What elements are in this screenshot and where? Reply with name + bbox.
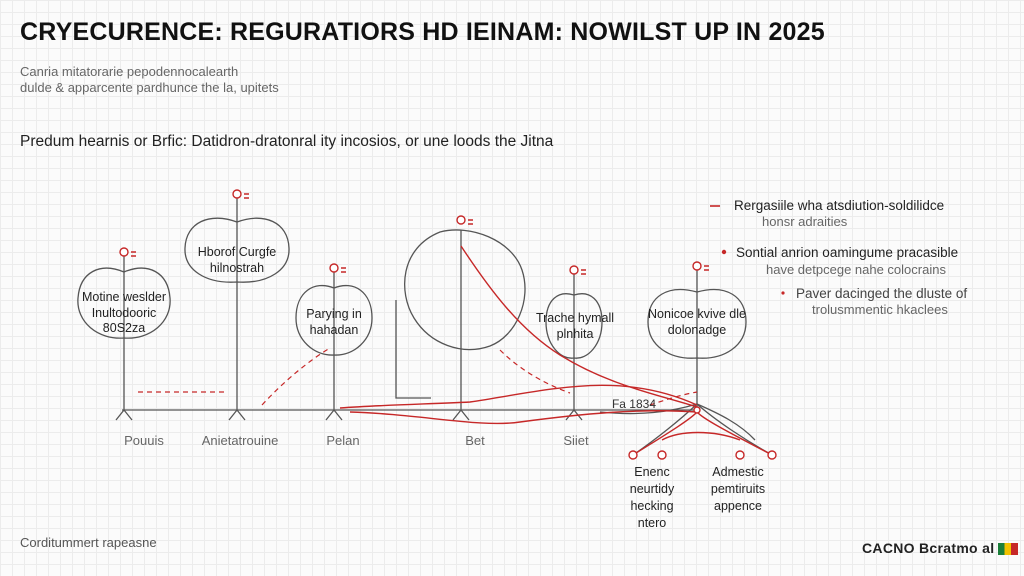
flow-branch-inner (661, 431, 741, 441)
node-shape-n2 (184, 217, 290, 283)
flow-dashed-n5 (499, 349, 571, 394)
node-shape-n3 (295, 284, 373, 356)
marker-junction (693, 406, 701, 414)
branch-left-line-2: neurtidy (629, 481, 675, 496)
subtitle-line-1: Canria mitatorarie pepodennocalearth (20, 64, 239, 79)
flow-baseline-low (349, 410, 698, 425)
branch-left-label: Enenc neurtidy hecking ntero (607, 464, 697, 532)
marker-tick-n3 (341, 267, 346, 273)
foot-n1 (115, 408, 133, 421)
legend-item-1-sub: honsr adraities (762, 214, 848, 229)
axis-label-1: Pouuis (124, 433, 164, 448)
footer-note: Corditummert rapeasne (20, 535, 157, 550)
legend-item-3-main: Paver dacinged the dluste of (796, 286, 968, 301)
node-label-n5: Trache hymall plnhita (520, 311, 630, 342)
node-label-n1: Motine weslder Inultodooric 80S2za (64, 290, 184, 337)
node-label-n2-line-1: Hborof Curgfe (197, 245, 277, 259)
node-n4-panel (395, 300, 431, 399)
node-label-n3-line-2: hahadan (309, 322, 359, 337)
node-label-n5-line-1: Trache hymall (535, 311, 615, 325)
brand-logo-text: CACNO Bcratmo al (862, 540, 995, 556)
node-shape-n5 (545, 293, 603, 359)
flow-dashed-legend (649, 391, 698, 406)
node-label-n6: Nonicoe kvive dle dolonadge (640, 307, 754, 338)
marker-branch-left-2 (657, 450, 667, 460)
branch-right-line-1: Admestic (712, 465, 764, 479)
brand-logo: CACNO Bcratmo al (862, 540, 1019, 556)
foot-n4 (452, 408, 470, 421)
branch-right-label: Admestic pemtiruits appence (690, 464, 786, 515)
marker-n3 (329, 263, 339, 273)
branch-left-line-3: hecking (630, 498, 674, 513)
legend-bullet-2 (721, 249, 727, 255)
node-shape-n6 (647, 288, 747, 359)
branch-left-line-4: ntero (637, 515, 667, 530)
flow-dashed-n3 (261, 347, 331, 406)
lead-text: Predum hearnis or Brfic: Datidron-draton… (20, 133, 554, 150)
node-shape-n4 (403, 229, 526, 351)
marker-tick-n4 (468, 219, 473, 225)
node-label-n1-line-3: 80S2za (102, 321, 146, 336)
node-label-n2: Hborof Curgfe hilnostrah (177, 245, 297, 276)
axis-label-2: Anietatrouine (201, 433, 279, 448)
marker-tick-n5 (581, 269, 586, 275)
junction-right-arm (696, 403, 773, 456)
legend-item-2-sub: have detpcege nahe colocrains (766, 262, 946, 277)
marker-n6 (692, 261, 702, 271)
foot-n3 (325, 408, 343, 421)
marker-tick-n6 (704, 265, 709, 271)
marker-n2 (232, 189, 242, 199)
axis-label-5: Siiet (563, 433, 589, 448)
branch-right-line-3: appence (714, 498, 762, 513)
axis-label-4: Bet (465, 433, 485, 448)
flow-n3-baseline (339, 384, 698, 409)
flag-icon (998, 543, 1019, 556)
junction-label: Fa 1834 (611, 397, 657, 411)
foot-n2 (228, 408, 246, 421)
node-label-n1-line-2: Inultodooric (91, 305, 157, 320)
node-label-n2-line-2: hilnostrah (209, 260, 265, 275)
node-label-n6-line-1: Nonicoe kvive dle (648, 307, 746, 321)
marker-tick-n2 (244, 193, 249, 199)
branch-left-line-1: Enenc (634, 465, 670, 479)
node-label-n6-line-2: dolonadge (667, 322, 727, 337)
legend-item-1-main: Rergasiile wha atsdiution-soldilidce (734, 198, 945, 213)
branch-right-line-2: pemtiruits (710, 481, 766, 496)
marker-n1 (119, 247, 129, 257)
marker-tick-n1 (131, 251, 136, 257)
marker-branch-right-2 (767, 450, 777, 460)
marker-n5 (569, 265, 579, 275)
legend-item-3-sub: trolusmmentic hkaclees (812, 302, 948, 317)
marker-branch-left-1 (628, 450, 638, 460)
axis-label-3: Pelan (326, 433, 360, 448)
legend-item-2-main: Sontial anrion oamingume pracasible (736, 245, 959, 260)
node-label-n3-line-1: Parying in (306, 307, 362, 321)
subtitle-line-2: dulde & apparcente pardhunce the la, upi… (20, 80, 279, 95)
legend-bullet-3 (781, 291, 785, 295)
page-title: CRYECURENCE: REGURATIORS HD IEINAM: NOWI… (20, 18, 825, 46)
node-shape-n1 (77, 267, 171, 339)
marker-branch-right-1 (735, 450, 745, 460)
flow-branch-loop (632, 410, 773, 456)
node-label-n1-line-1: Motine weslder (81, 290, 167, 304)
flow-n4-to-junction (460, 245, 698, 408)
node-label-n3: Parying in hahadan (284, 307, 384, 338)
marker-n4 (456, 215, 466, 225)
node-label-n5-line-2: plnhita (556, 326, 594, 341)
